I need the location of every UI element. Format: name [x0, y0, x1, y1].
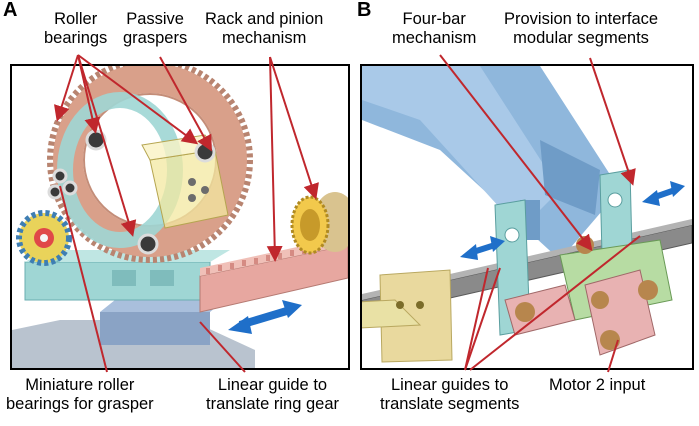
side-gear — [16, 210, 72, 266]
ring-gear-motion-arrow — [228, 300, 302, 334]
label-linear-guides-segments: Linear guides to translate segments — [380, 376, 520, 413]
label-passive-graspers: Passive graspers — [123, 10, 188, 47]
pink-links — [504, 236, 658, 356]
yellow-block — [362, 269, 453, 363]
label-linear-guide-ring: Linear guide to translate ring gear — [206, 376, 339, 413]
annotation-lines — [54, 54, 641, 373]
panel-letter-b: B — [357, 0, 372, 21]
panel-b-art — [362, 66, 692, 363]
label-provision: Provision to interface modular segments — [504, 10, 659, 47]
label-rack-pinion: Rack and pinion mechanism — [205, 10, 324, 47]
label-roller-bearings: Roller bearings — [44, 10, 108, 47]
linear-guide-rail — [12, 300, 255, 368]
panel-letter-a: A — [3, 0, 18, 21]
label-four-bar: Four-bar mechanism — [392, 10, 477, 47]
panel-a-art — [12, 66, 348, 368]
pinion-gear — [290, 192, 348, 255]
segment-motion-arrows — [460, 181, 685, 260]
blue-tube — [362, 66, 620, 260]
label-motor2: Motor 2 input — [549, 376, 646, 394]
label-miniature-roller-bearings: Miniature roller bearings for grasper — [6, 376, 154, 413]
